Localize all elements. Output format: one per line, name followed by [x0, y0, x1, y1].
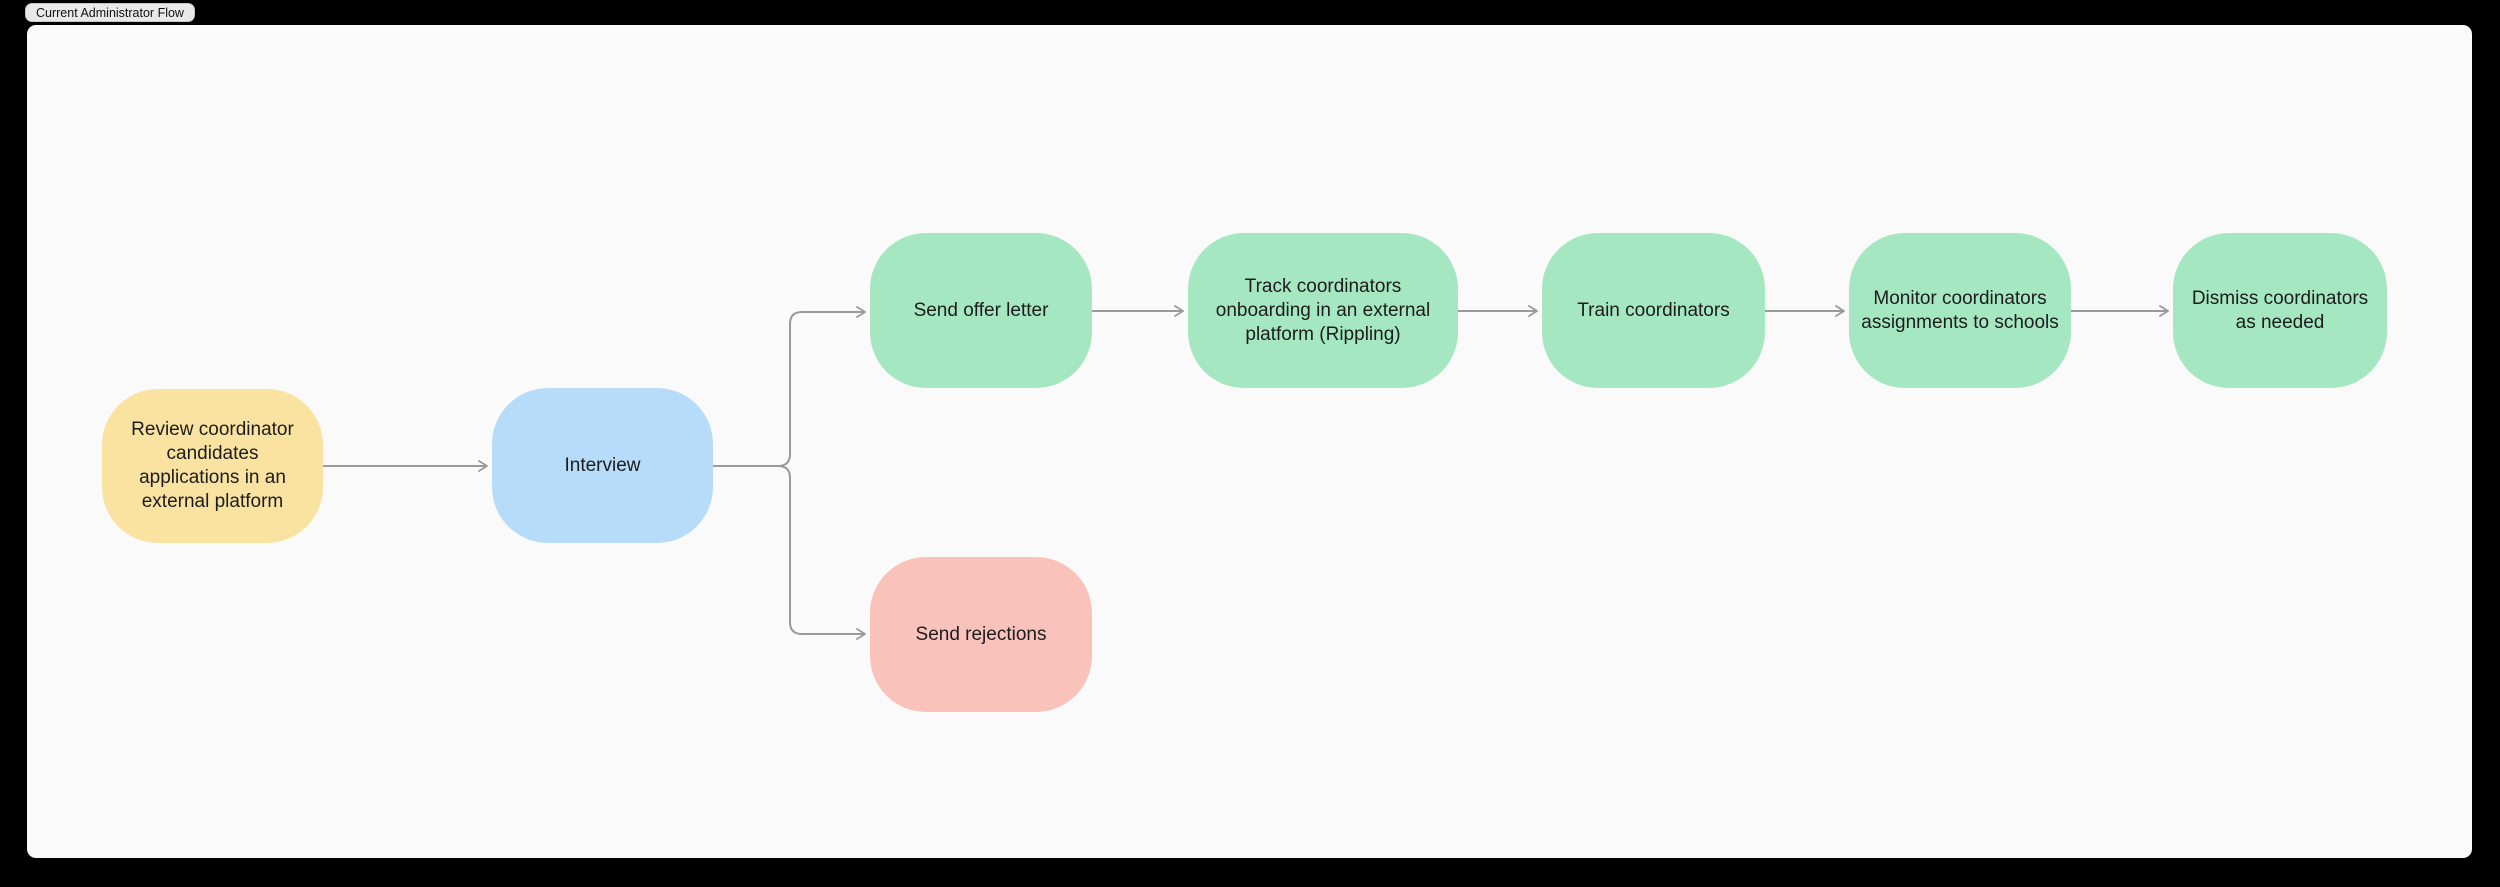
node-train-coordinators[interactable]: Train coordinators [1542, 233, 1765, 388]
node-label: Send offer letter [913, 299, 1049, 321]
current-flow-button[interactable]: Current Administrator Flow [25, 3, 195, 22]
node-send-rejections[interactable]: Send rejections [870, 557, 1092, 712]
node-dismiss-coordinators[interactable]: Dismiss coordinators as needed [2173, 233, 2387, 388]
node-send-offer-letter[interactable]: Send offer letter [870, 233, 1092, 388]
node-label: Interview [564, 454, 641, 476]
node-label: Dismiss coordinators as needed [2191, 287, 2369, 333]
node-label: Monitor coordinators assignments to scho… [1861, 287, 2059, 333]
node-label: Track coordinators onboarding in an exte… [1215, 275, 1431, 345]
node-monitor-coordinators-assignments[interactable]: Monitor coordinators assignments to scho… [1849, 233, 2071, 388]
node-interview[interactable]: Interview [492, 388, 713, 543]
node-track-coordinators-onboarding[interactable]: Track coordinators onboarding in an exte… [1188, 233, 1458, 388]
diagram-canvas[interactable] [27, 25, 2472, 858]
node-label: Send rejections [915, 623, 1047, 645]
node-review-coordinator-candidates[interactable]: Review coordinator candidates applicatio… [102, 389, 323, 543]
node-label: Review coordinator candidates applicatio… [131, 419, 294, 512]
node-label: Train coordinators [1577, 299, 1730, 321]
